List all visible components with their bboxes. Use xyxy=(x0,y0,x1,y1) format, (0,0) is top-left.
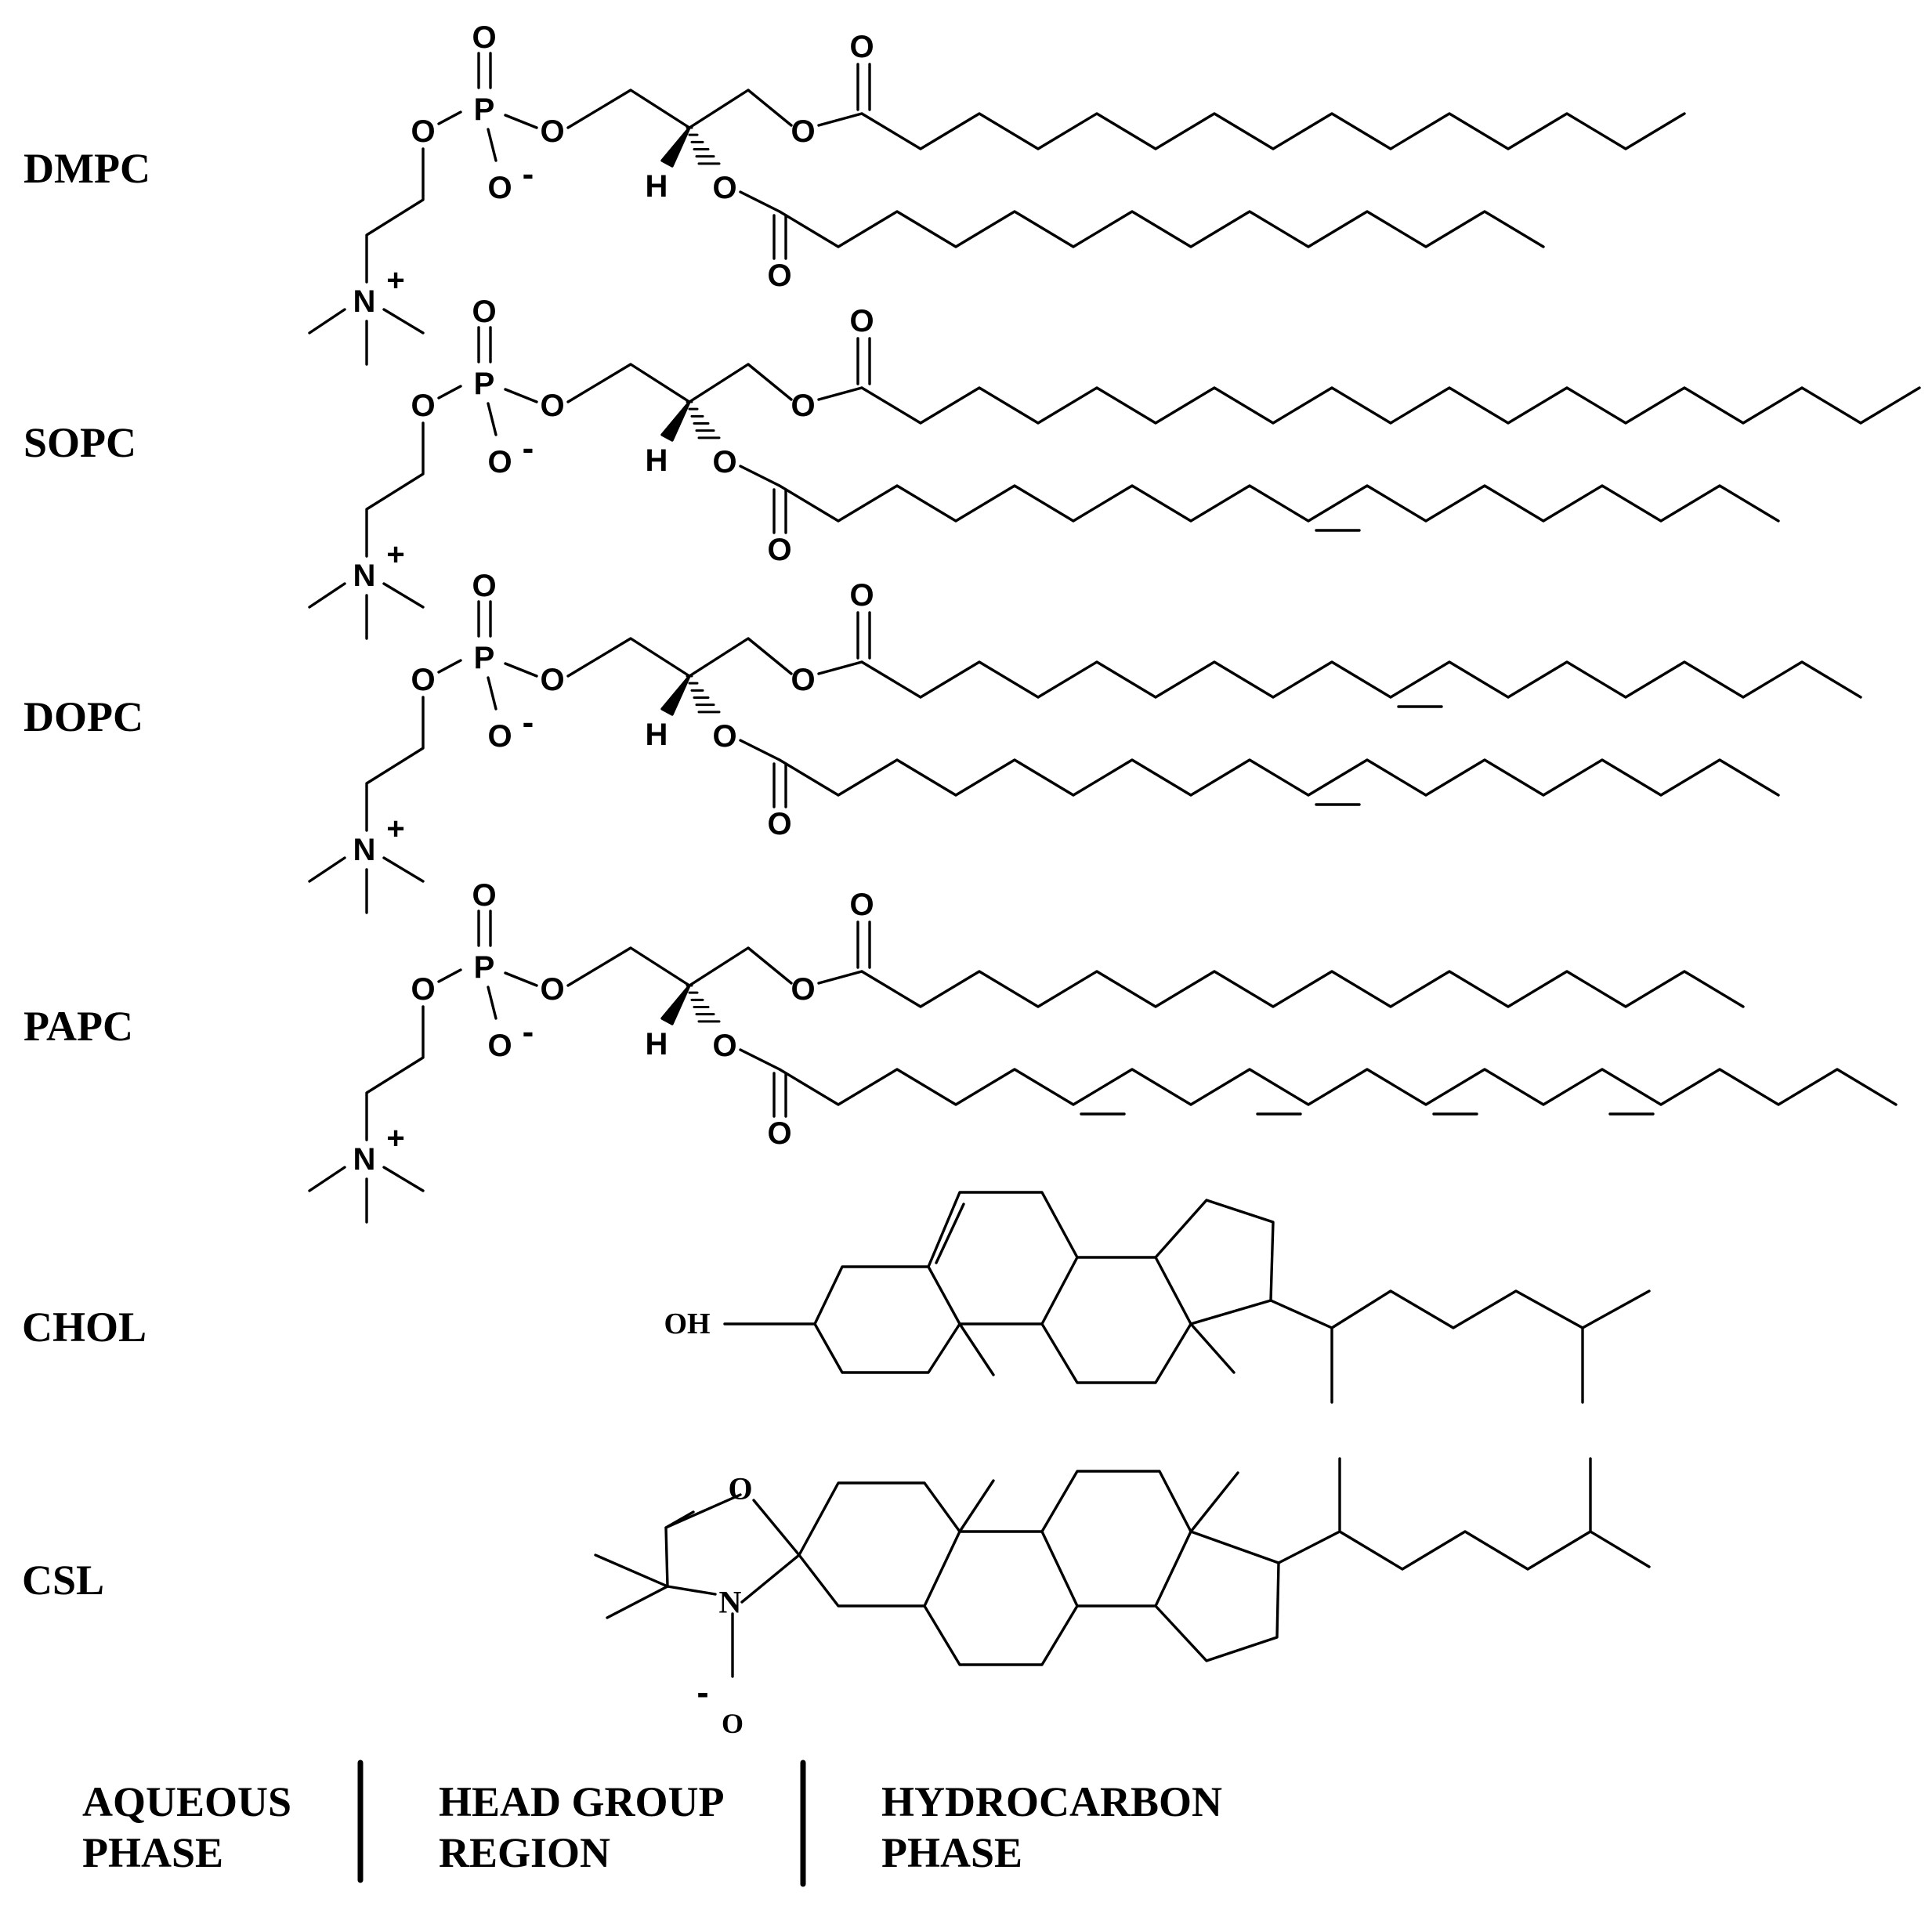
atom-hydrogen: H xyxy=(646,443,668,478)
atom-hydrogen: H xyxy=(646,169,668,204)
region-headgroup-line1: HEAD GROUP xyxy=(439,1778,725,1825)
atom-oxygen-double: O xyxy=(472,295,496,329)
mol-label-csl: CSL xyxy=(22,1557,104,1604)
atom-phosphorus: P xyxy=(474,92,495,127)
acyl-chain-sn1 xyxy=(860,660,1862,699)
atom-oxygen-sn1: O xyxy=(791,114,815,149)
atom-hydrogen: H xyxy=(646,718,668,752)
atom-oxygen-carbonyl-sn2: O xyxy=(767,259,791,293)
region-hydrocarbon-line1: HYDROCARBON xyxy=(881,1778,1222,1825)
atom-oxygen-carbonyl-sn2: O xyxy=(767,807,791,841)
atom-nitrogen: N xyxy=(353,1142,376,1177)
charge-minus: - xyxy=(523,155,534,193)
atom-oxygen-double: O xyxy=(472,569,496,603)
mol-label-papc: PAPC xyxy=(24,1003,133,1050)
atom-oxygen-sn2: O xyxy=(712,719,736,754)
atom-phosphorus: P xyxy=(474,950,495,985)
hydroxyl-label: OH xyxy=(664,1307,710,1340)
atom-nitrogen: N xyxy=(353,833,376,867)
atom-oxygen-carbonyl-sn1: O xyxy=(849,304,874,338)
charge-plus: + xyxy=(386,263,404,298)
atom-oxygen-glycerol: O xyxy=(540,972,564,1007)
atom-oxygen-carbonyl-sn1: O xyxy=(849,30,874,64)
atom-nitrogen: N xyxy=(353,559,376,593)
acyl-chain-sn2 xyxy=(778,1068,1898,1106)
atom-oxygen-sn2: O xyxy=(712,445,736,479)
atom-oxygen-anion: O xyxy=(487,171,512,205)
atom-oxygen-ester: O xyxy=(411,663,435,697)
acyl-chain-sn1 xyxy=(860,386,1921,425)
atom-phosphorus: P xyxy=(474,641,495,675)
charge-plus: + xyxy=(386,537,404,572)
atom-nitrogen: N xyxy=(353,284,376,319)
atom-phosphorus: P xyxy=(474,367,495,401)
region-aqueous-line2: PHASE xyxy=(82,1829,223,1876)
atom-oxygen-anion: O xyxy=(487,445,512,479)
acyl-chain-sn1 xyxy=(860,112,1686,150)
atom-oxygen-sn2: O xyxy=(712,171,736,205)
atom-oxygen-anion: O xyxy=(487,719,512,754)
charge-minus: - xyxy=(523,1013,534,1051)
atom-oxygen-anion: O xyxy=(487,1029,512,1063)
atom-oxygen-sn1: O xyxy=(791,972,815,1007)
acyl-chain-sn2 xyxy=(778,758,1780,797)
mol-label-chol: CHOL xyxy=(22,1304,147,1351)
atom-oxygen-sn1: O xyxy=(791,389,815,423)
atom-oxygen-glycerol: O xyxy=(540,114,564,149)
cholesterol-structure: CHOL OH xyxy=(22,1191,1651,1404)
atom-oxygen-carbonyl-sn2: O xyxy=(767,1116,791,1151)
atom-oxygen-nitroxide: O xyxy=(722,1708,743,1739)
acyl-chain-sn1 xyxy=(860,970,1745,1008)
region-aqueous-line1: AQUEOUS xyxy=(82,1778,291,1825)
charge-minus-nitroxide: - xyxy=(696,1672,708,1713)
charge-minus: - xyxy=(523,429,534,468)
charge-plus: + xyxy=(386,1121,404,1156)
acyl-chain-sn2 xyxy=(778,210,1545,248)
atom-oxygen-sn2: O xyxy=(712,1029,736,1063)
acyl-chain-sn2 xyxy=(778,484,1780,523)
atom-oxygen-carbonyl-sn2: O xyxy=(767,533,791,567)
atom-oxygen-glycerol: O xyxy=(540,389,564,423)
atom-oxygen-carbonyl-sn1: O xyxy=(849,578,874,613)
atom-oxygen-ring: O xyxy=(728,1471,752,1506)
charge-minus: - xyxy=(523,703,534,742)
atom-oxygen-ester: O xyxy=(411,389,435,423)
charge-plus: + xyxy=(386,812,404,846)
region-labels: AQUEOUS PHASE HEAD GROUP REGION HYDROCAR… xyxy=(82,1760,1222,1887)
mol-label-dmpc: DMPC xyxy=(24,145,150,192)
atom-oxygen-carbonyl-sn1: O xyxy=(849,888,874,922)
atom-hydrogen: H xyxy=(646,1027,668,1062)
atom-oxygen-ester: O xyxy=(411,114,435,149)
atom-oxygen-glycerol: O xyxy=(540,663,564,697)
atom-oxygen-ester: O xyxy=(411,972,435,1007)
atom-oxygen-double: O xyxy=(472,20,496,55)
atom-nitrogen-nitroxide: N xyxy=(719,1585,742,1620)
region-hydrocarbon-line2: PHASE xyxy=(881,1829,1022,1876)
mol-label-sopc: SOPC xyxy=(24,419,136,466)
atom-oxygen-double: O xyxy=(472,878,496,913)
region-headgroup-line2: REGION xyxy=(439,1829,610,1876)
cholestane-spin-label-structure: CSL O N O - xyxy=(22,1457,1651,1739)
atom-oxygen-sn1: O xyxy=(791,663,815,697)
mol-label-dopc: DOPC xyxy=(24,693,143,740)
